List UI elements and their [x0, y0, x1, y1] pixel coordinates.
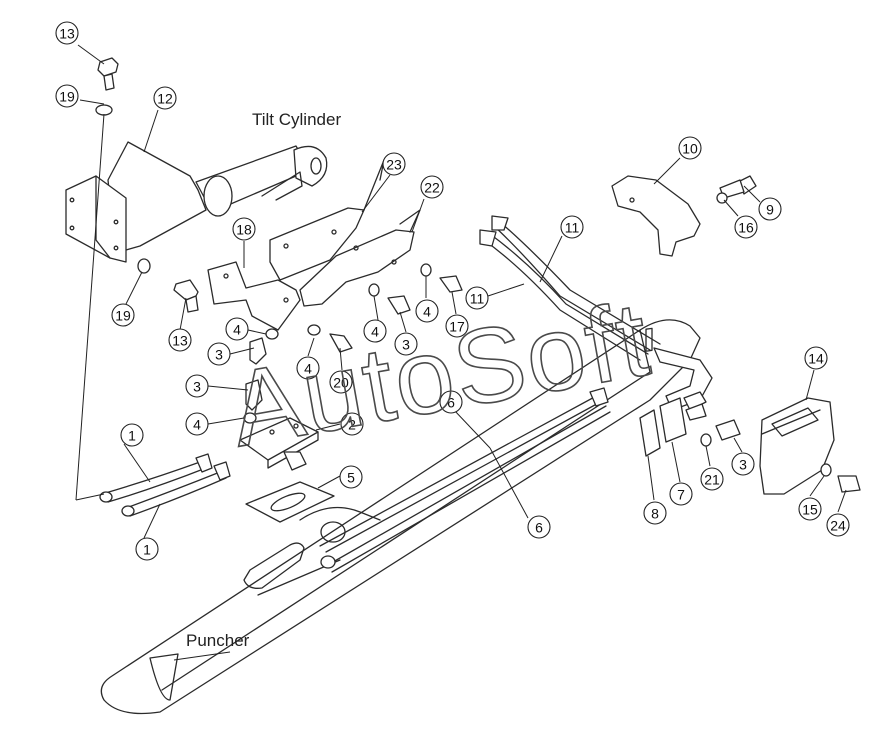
callout-18: 18 [232, 217, 256, 241]
callout-13: 13 [168, 328, 192, 352]
puncher-label: Puncher [186, 631, 250, 650]
fasteners-center [243, 263, 463, 424]
callout-number: 10 [682, 141, 698, 157]
callout-number: 22 [424, 180, 440, 196]
fasteners-right-bottom [820, 463, 861, 493]
bracket-22 [299, 209, 421, 307]
bolt-13-lower [173, 279, 199, 313]
callout-3: 3 [207, 342, 231, 366]
callout-3: 3 [731, 452, 755, 476]
callout-number: 21 [704, 472, 720, 488]
fasteners-right-top [716, 175, 757, 204]
callout-19: 19 [55, 84, 79, 108]
valve-plates [639, 327, 707, 457]
callout-3: 3 [185, 374, 209, 398]
callout-number: 20 [333, 375, 349, 391]
callout-number: 6 [535, 520, 543, 536]
callout-number: 7 [677, 487, 685, 503]
callout-23: 23 [382, 152, 406, 176]
callout-number: 19 [115, 308, 131, 324]
callout-number: 17 [449, 319, 465, 335]
leader-lines [75, 44, 847, 661]
callout-number: 3 [402, 337, 410, 353]
callout-number: 15 [802, 502, 818, 518]
callout-number: 5 [347, 470, 355, 486]
washer-19 [137, 258, 151, 274]
callout-number: 14 [808, 351, 824, 367]
callout-number: 12 [157, 91, 173, 107]
callout-20: 20 [329, 370, 353, 394]
callout-13: 13 [55, 21, 79, 45]
callout-17: 17 [445, 314, 469, 338]
callout-7: 7 [669, 482, 693, 506]
callout-1: 1 [120, 423, 144, 447]
tubes-6 [319, 387, 611, 573]
callout-number: 6 [447, 395, 455, 411]
callout-number: 4 [233, 322, 241, 338]
callout-number: 24 [830, 518, 846, 534]
plate-5 [245, 481, 335, 523]
callout-14: 14 [804, 346, 828, 370]
callout-24: 24 [826, 513, 850, 537]
callout-11: 11 [465, 286, 489, 310]
callout-8: 8 [643, 501, 667, 525]
callout-6: 6 [527, 515, 551, 539]
tilt-cylinder-label: Tilt Cylinder [252, 110, 341, 129]
callout-number: 1 [128, 428, 136, 444]
callout-number: 11 [565, 220, 580, 236]
callout-6: 6 [439, 390, 463, 414]
callout-15: 15 [798, 497, 822, 521]
callout-11: 11 [560, 215, 584, 239]
callout-4: 4 [363, 319, 387, 343]
callout-number: 4 [193, 417, 201, 433]
callout-9: 9 [758, 197, 782, 221]
callout-number: 3 [193, 379, 201, 395]
callout-number: 19 [59, 89, 75, 105]
fasteners-right-mid [700, 419, 741, 447]
callout-5: 5 [339, 465, 363, 489]
callout-number: 13 [59, 26, 75, 42]
callout-21: 21 [700, 467, 724, 491]
callout-number: 11 [470, 291, 485, 307]
callout-4: 4 [296, 356, 320, 380]
callout-number: 2 [348, 417, 356, 433]
block-14 [759, 397, 835, 495]
callout-number: 4 [371, 324, 379, 340]
callout-number: 3 [215, 347, 223, 363]
bracket-10 [611, 175, 701, 257]
callout-4: 4 [415, 299, 439, 323]
callout-number: 23 [386, 157, 402, 173]
tilt-cylinder [65, 141, 328, 263]
callout-number: 16 [738, 220, 754, 236]
callout-4: 4 [225, 317, 249, 341]
bracket-18 [207, 261, 301, 331]
hoses-1 [99, 453, 231, 517]
callout-3: 3 [394, 332, 418, 356]
callout-1: 1 [135, 537, 159, 561]
callout-number: 4 [304, 361, 312, 377]
callout-number: 8 [651, 506, 659, 522]
puncher-arm [100, 319, 701, 715]
callout-12: 12 [153, 86, 177, 110]
callout-number: 4 [423, 304, 431, 320]
callout-22: 22 [420, 175, 444, 199]
callout-10: 10 [678, 136, 702, 160]
callout-19: 19 [111, 303, 135, 327]
callout-number: 3 [739, 457, 747, 473]
plate-2 [239, 417, 319, 471]
bracket-23 [269, 159, 385, 281]
callout-number: 9 [766, 202, 774, 218]
callout-number: 1 [143, 542, 151, 558]
callout-number: 18 [236, 222, 252, 238]
callout-4: 4 [185, 412, 209, 436]
callout-number: 13 [172, 333, 188, 349]
bolt-13-top [95, 57, 119, 116]
callout-2: 2 [340, 412, 364, 436]
callout-16: 16 [734, 215, 758, 239]
